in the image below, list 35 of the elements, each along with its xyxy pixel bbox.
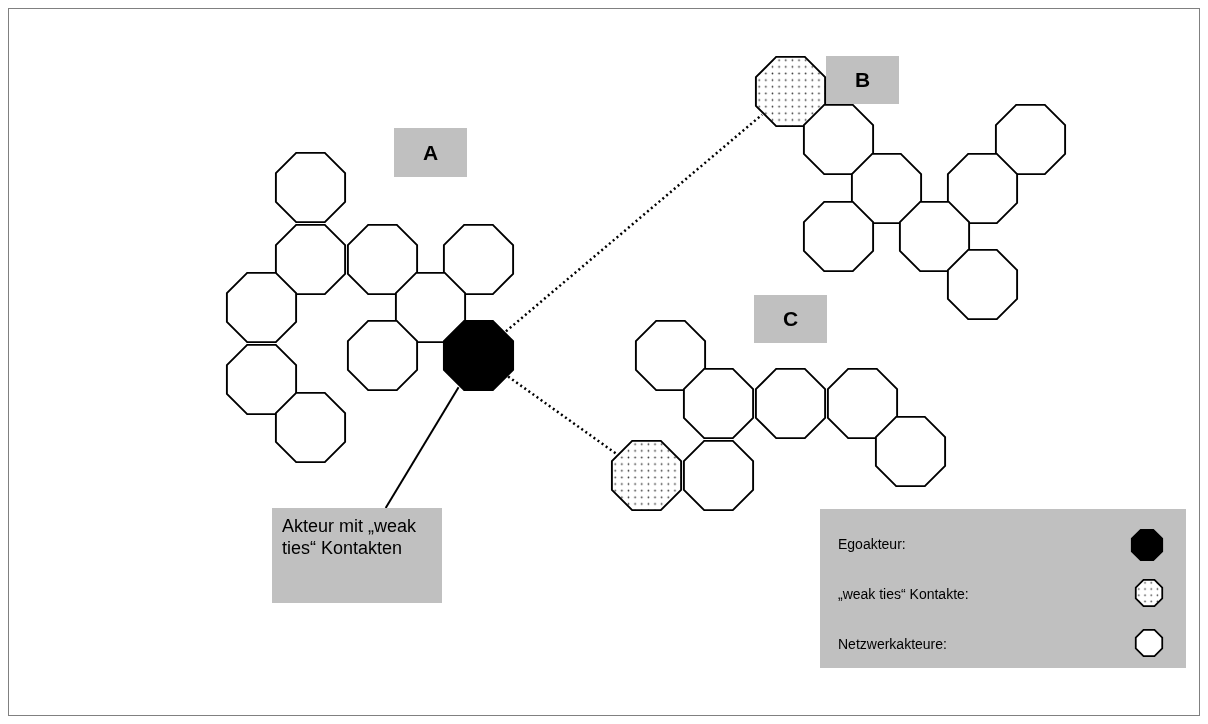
filled-octagon (441, 318, 515, 392)
octagon (273, 390, 347, 464)
octagon (224, 342, 298, 416)
octagon (273, 222, 347, 296)
octagon (753, 366, 827, 440)
cluster-label: B (826, 56, 899, 104)
octagon (345, 318, 419, 392)
octagon (441, 222, 515, 296)
octagon (681, 438, 755, 512)
legend-label: Egoakteur: (838, 536, 906, 552)
octagon (945, 247, 1019, 321)
dotted-octagon (609, 438, 683, 512)
dotted-line (507, 375, 617, 455)
octagon (345, 222, 419, 296)
octagon (873, 414, 947, 488)
cluster-label: A (394, 128, 467, 177)
legend-label: Netzwerkakteure: (838, 636, 947, 652)
octagon (945, 151, 1019, 225)
octagon (801, 199, 875, 273)
octagon (801, 102, 875, 176)
octagon (825, 366, 899, 440)
octagon (633, 318, 707, 392)
octagon (273, 150, 347, 224)
octagon (224, 270, 298, 344)
octagon (849, 151, 923, 225)
octagon (993, 102, 1067, 176)
legend-label: „weak ties“ Kontakte: (838, 586, 969, 602)
cluster-label: C (754, 295, 827, 343)
octagon (393, 270, 467, 344)
octagon (897, 199, 971, 273)
callout-box: Akteur mit „weak ties“ Kontakten (272, 508, 442, 603)
dotted-line (505, 113, 763, 333)
dotted-octagon (753, 54, 827, 128)
octagon (681, 366, 755, 440)
leader-line (384, 386, 460, 509)
